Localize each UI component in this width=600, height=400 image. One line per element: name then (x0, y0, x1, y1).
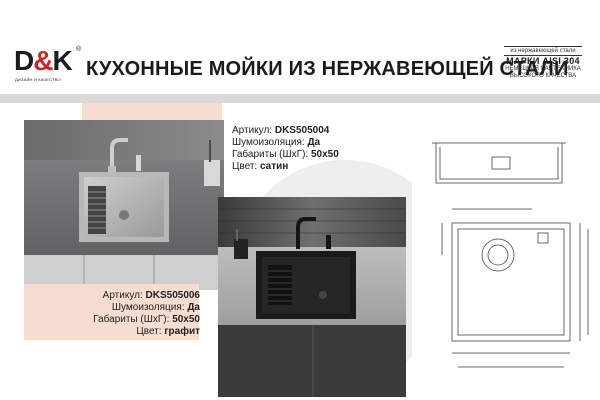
product-photo-satin-sink (24, 120, 224, 290)
header-divider-band (0, 94, 600, 103)
peach-accent-top (82, 103, 222, 123)
size-value: 50х50 (172, 314, 200, 325)
technical-drawing (412, 105, 600, 395)
product-photo-graphite-sink (218, 197, 406, 397)
product-info-left: Артикул: DKS505006 Шумоизоляция: Да Габа… (60, 290, 200, 338)
logo-registered-mark: ® (76, 46, 82, 53)
color-row: Цвет: графит (60, 326, 200, 338)
article-row: Артикул: DKS505004 (232, 125, 392, 137)
noise-value: Да (307, 137, 321, 148)
size-label: Габариты (ШхГ): (93, 314, 170, 325)
badge-line-1: из нержавеющей стали (504, 46, 582, 56)
noise-label: Шумоизоляция: (111, 302, 185, 313)
product-info-right: Артикул: DKS505004 Шумоизоляция: Да Габа… (232, 125, 392, 173)
header (0, 0, 600, 95)
logo-subtitle: ДИЗАЙН И КАЧЕСТВО (15, 77, 61, 82)
noise-row: Шумоизоляция: Да (60, 302, 200, 314)
peach-accent-bottom (24, 284, 199, 340)
article-label: Артикул: (232, 125, 273, 136)
article-row: Артикул: DKS505006 (60, 290, 200, 302)
color-label: Цвет: (136, 326, 162, 337)
noise-row: Шумоизоляция: Да (232, 137, 392, 149)
noise-label: Шумоизоляция: (232, 137, 305, 148)
badge-line-3: НЕМЕЦКАЯ САНТЕХНИКА (505, 66, 581, 72)
article-label: Артикул: (102, 290, 143, 301)
noise-value: Да (187, 302, 200, 313)
brand-logo: D&K ® ДИЗАЙН И КАЧЕСТВО (14, 46, 84, 86)
badge-line-2: МАРКИ AISI 304 (506, 56, 580, 66)
color-value: сатин (259, 161, 289, 172)
color-row: Цвет: сатин (232, 161, 392, 173)
size-row: Габариты (ШхГ): 50х50 (232, 149, 392, 161)
article-value: DKS505006 (145, 290, 200, 301)
color-label: Цвет: (232, 161, 258, 172)
logo-text: D&K (14, 45, 73, 76)
steel-badge: из нержавеющей стали МАРКИ AISI 304 НЕМЕ… (504, 46, 582, 80)
size-label: Габариты (ШхГ): (232, 149, 309, 160)
article-value: DKS505004 (274, 125, 330, 136)
badge-line-4: ВЫСОКОГО КАЧЕСТВА (509, 73, 577, 79)
color-value: графит (164, 326, 200, 337)
page-title: КУХОННЫЕ МОЙКИ ИЗ НЕРЖАВЕЮЩЕЙ СТАЛИ (86, 58, 569, 80)
size-row: Габариты (ШхГ): 50х50 (60, 314, 200, 326)
size-value: 50х50 (310, 149, 339, 160)
